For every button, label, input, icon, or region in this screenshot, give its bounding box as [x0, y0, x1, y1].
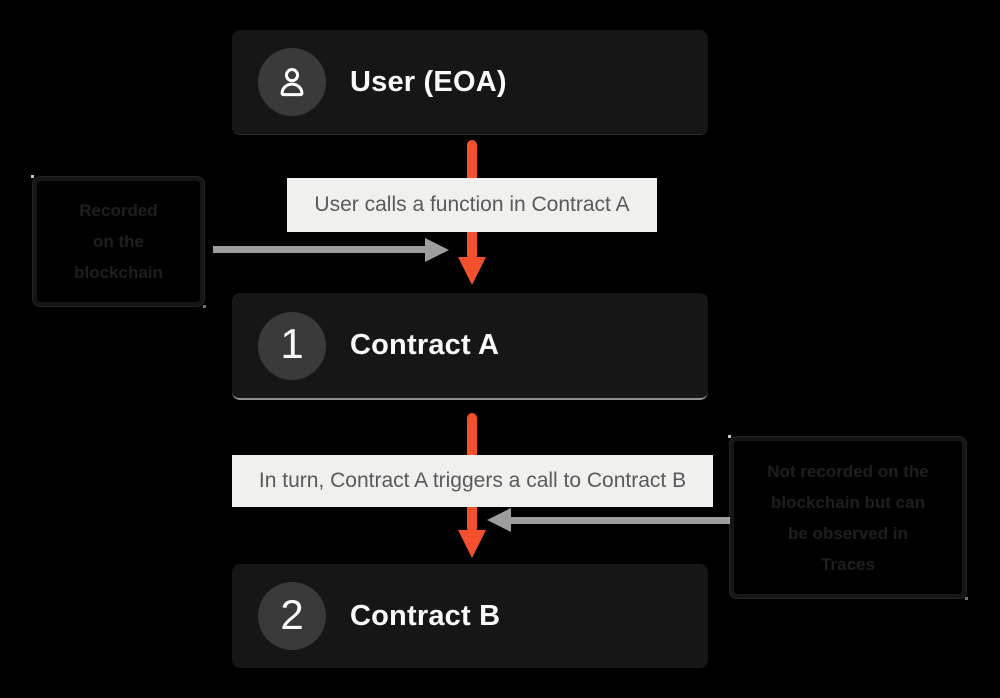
note-not-recorded-observed-in-traces: Not recorded on the blockchain but can b… [728, 435, 968, 600]
step-number: 2 [280, 590, 304, 638]
gray-arrow-observed-in-traces [511, 517, 730, 524]
note-recorded-on-blockchain: Recorded on the blockchain [31, 175, 206, 308]
gray-arrowhead-recorded-on-chain [425, 238, 449, 262]
step-badge-1: 1 [258, 311, 326, 380]
edge-label-user-calls-contract-a: User calls a function in Contract A [287, 178, 657, 232]
node-contract-b: 2 Contract B [232, 564, 708, 668]
flow-arrowhead-user-to-contract-a [458, 257, 486, 285]
gray-arrow-recorded-on-chain [213, 246, 425, 253]
node-contract-a: 1 Contract A [232, 293, 708, 400]
person-icon [280, 68, 304, 97]
node-label-contract-b: Contract B [350, 599, 501, 632]
step-number: 1 [280, 320, 304, 367]
flow-arrowhead-contract-a-to-contract-b [458, 530, 486, 558]
user-avatar-badge [258, 48, 326, 116]
note-text: Recorded on the blockchain [74, 201, 163, 282]
edge-label-text: In turn, Contract A triggers a call to C… [258, 469, 687, 492]
gray-arrowhead-observed-in-traces [487, 508, 511, 532]
node-label-user-eoa: User (EOA) [350, 65, 507, 98]
note-text: Not recorded on the blockchain but can b… [767, 461, 929, 574]
edge-label-contract-a-triggers-contract-b: In turn, Contract A triggers a call to C… [232, 455, 713, 507]
node-label-contract-a: Contract A [350, 329, 500, 361]
edge-label-text: User calls a function in Contract A [314, 193, 630, 216]
step-badge-2: 2 [258, 582, 326, 650]
node-user-eoa: User (EOA) [232, 30, 708, 135]
